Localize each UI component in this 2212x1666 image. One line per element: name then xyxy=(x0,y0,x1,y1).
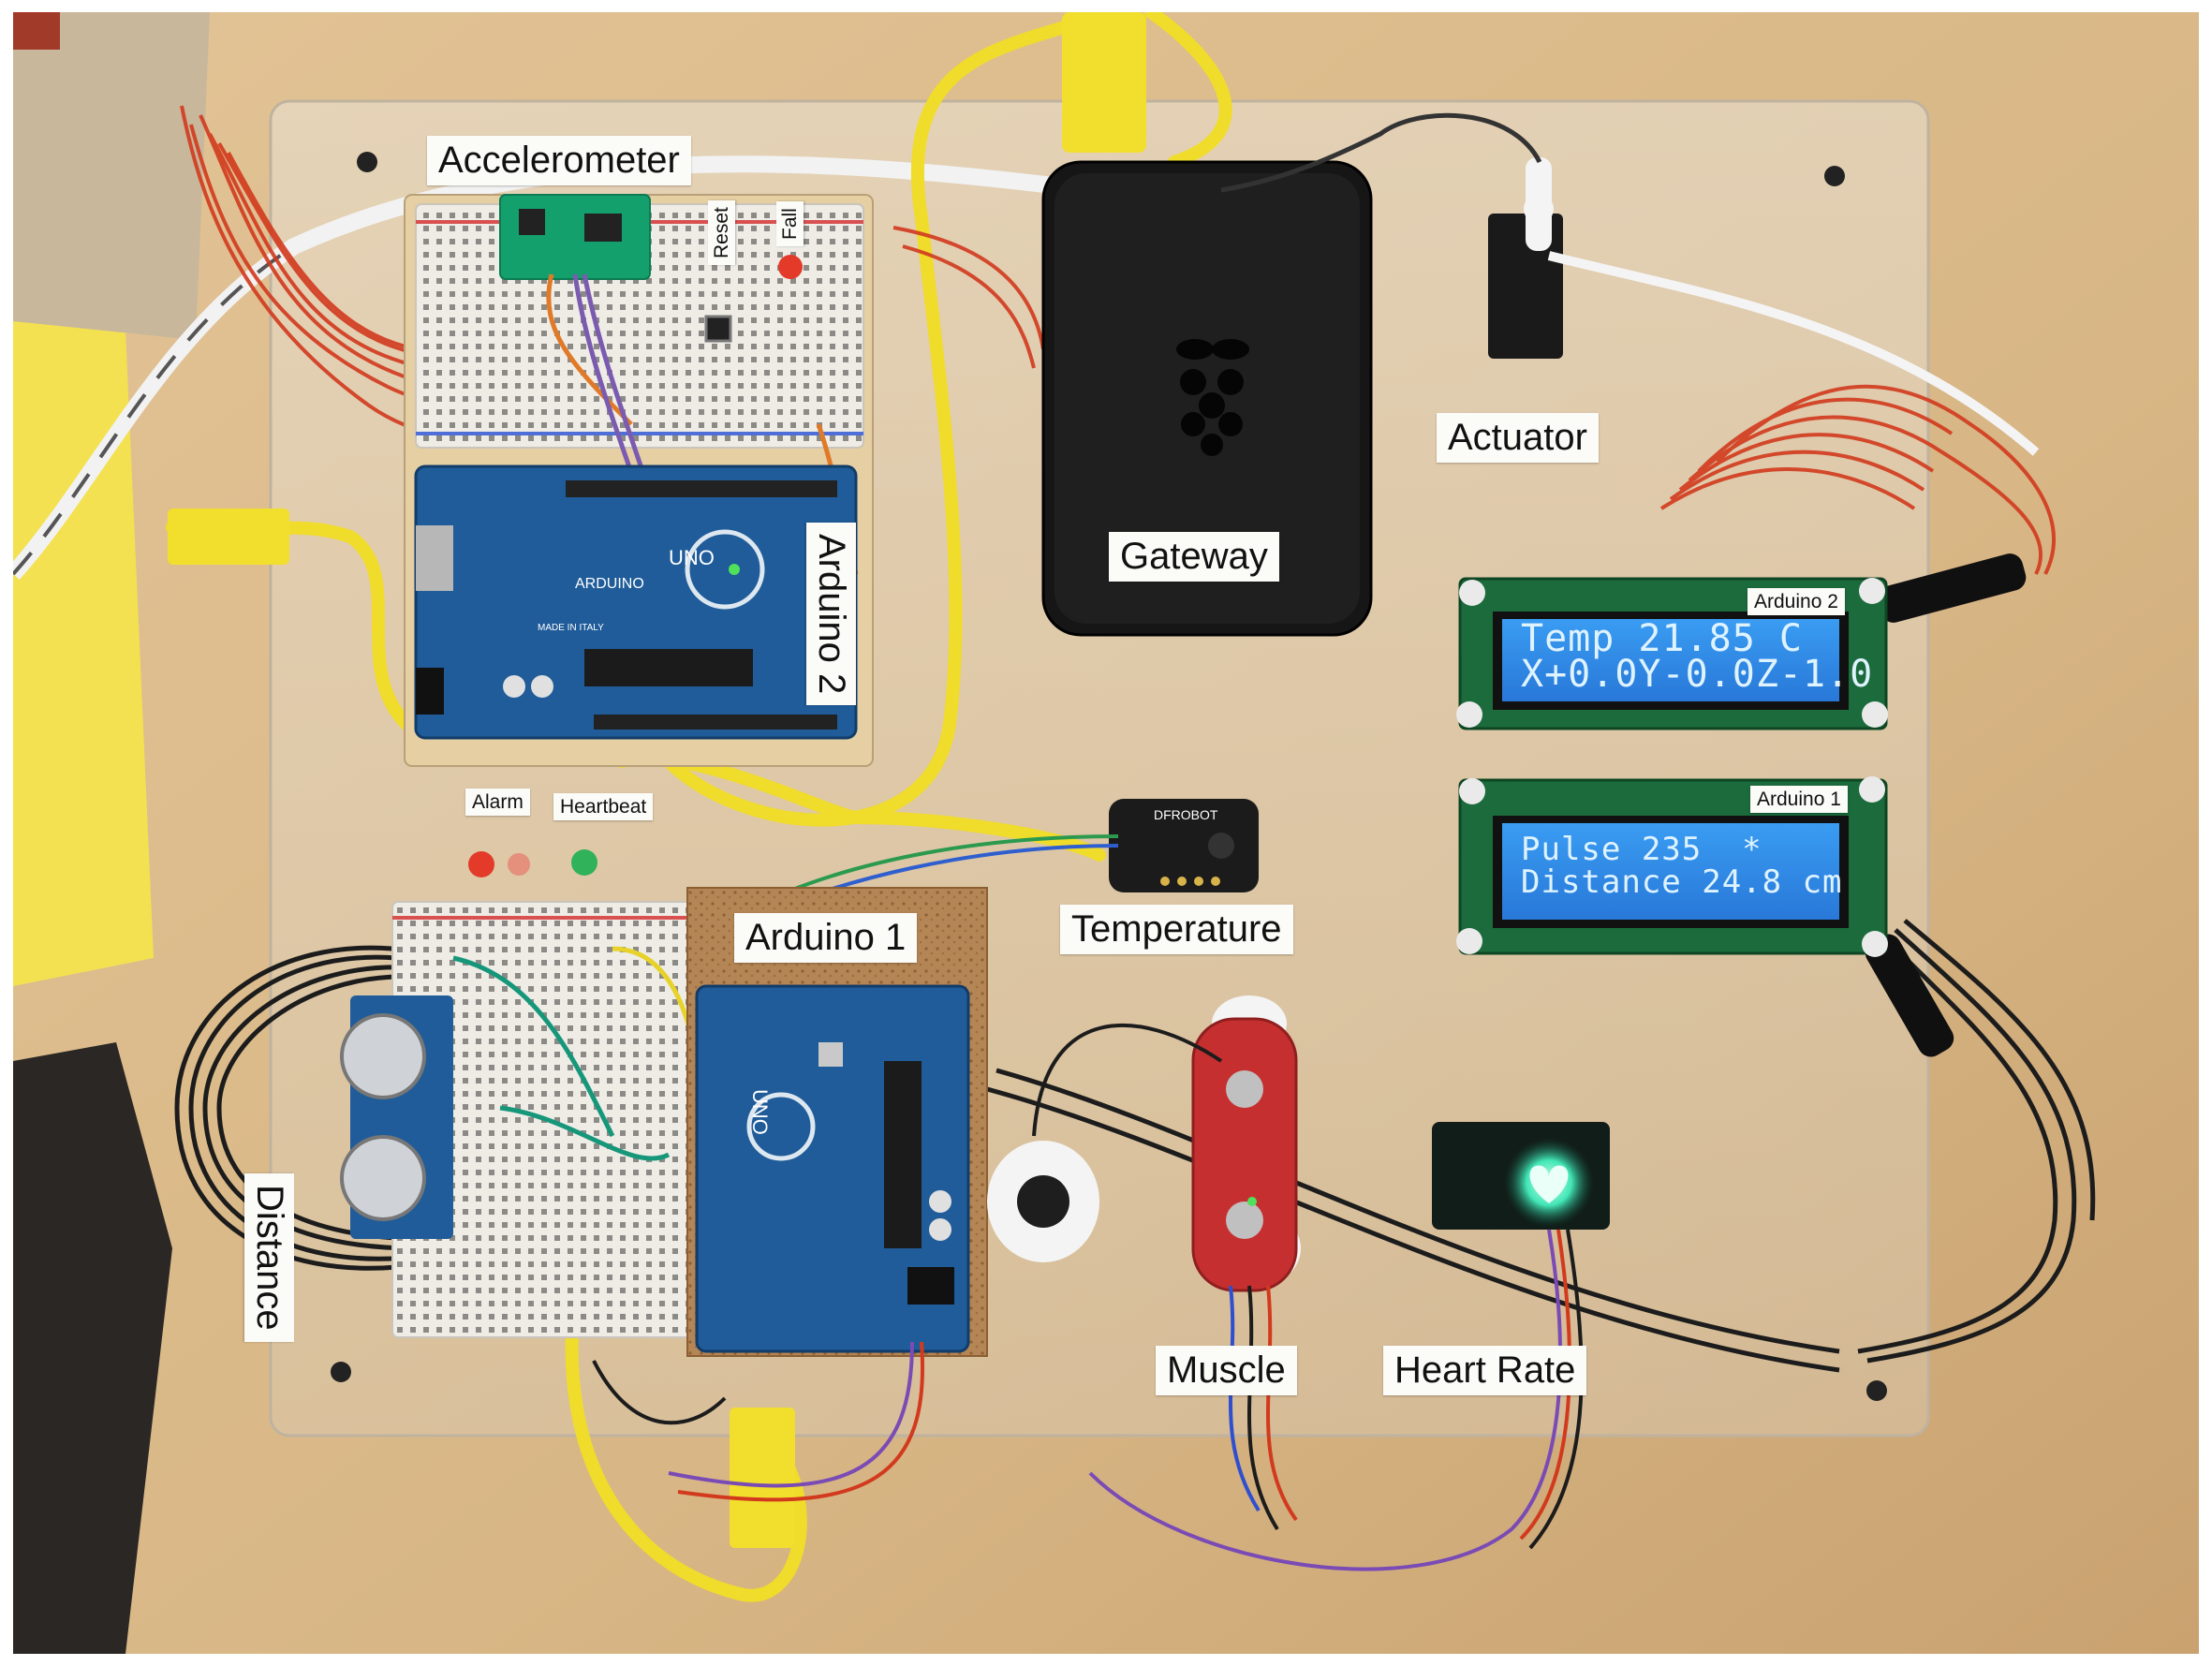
lcd-arduino-2-line-1: Temp 21.85 C xyxy=(1521,617,1803,660)
label-accelerometer: Accelerometer xyxy=(427,136,691,185)
label-temperature: Temperature xyxy=(1060,905,1293,954)
temperature-sensor-board xyxy=(1109,799,1259,892)
label-distance: Distance xyxy=(244,1173,294,1342)
label-actuator: Actuator xyxy=(1437,413,1599,463)
arduino-2-arduino-marking: ARDUINO xyxy=(575,576,644,592)
reset-button[interactable] xyxy=(704,315,732,343)
label-arduino-1-lcd: Arduino 1 xyxy=(1750,786,1848,813)
yellow-folder xyxy=(13,321,154,986)
lcd-arduino-1-line-1: Pulse 235 * xyxy=(1521,831,1762,868)
yellow-usb-plug-left xyxy=(168,509,289,565)
arduino-2-made-in-italy: MADE IN ITALY xyxy=(538,623,604,633)
screws xyxy=(331,152,1887,1401)
label-reset: Reset xyxy=(708,200,735,265)
heart-icon xyxy=(1529,1165,1569,1203)
arduino-1-uno-marking: UNO xyxy=(748,1089,772,1135)
muscle-sensor-board xyxy=(1191,1017,1298,1292)
black-wire-sleeve-right xyxy=(1865,934,1954,1057)
raspberry-logo-icon xyxy=(1176,339,1249,456)
label-muscle: Muscle xyxy=(1156,1346,1297,1395)
accelerometer-module xyxy=(499,194,651,280)
fall-led xyxy=(778,255,803,279)
yellow-usb-plug-bottom xyxy=(730,1408,795,1548)
lcd-arduino-2-line-2: X+0.0Y-0.0Z-1.0 xyxy=(1521,653,1874,696)
yellow-usb-plug-top xyxy=(1062,12,1146,153)
label-heart-rate: Heart Rate xyxy=(1383,1346,1587,1395)
dfrobot-marking: DFROBOT xyxy=(1154,807,1218,822)
dark-chair xyxy=(13,1042,172,1654)
label-arduino-2-lcd: Arduino 2 xyxy=(1747,588,1845,615)
arduino-2-uno-marking: UNO xyxy=(669,546,715,569)
black-wire-bundles xyxy=(174,919,2096,1373)
photo-scene: UNO ARDUINO MADE IN ITALY DFROBOT xyxy=(13,12,2199,1654)
lcd-arduino-1-line-2: Distance 24.8 cm xyxy=(1521,863,1843,901)
top-left-object xyxy=(13,12,60,50)
arduino-2-board xyxy=(414,464,858,740)
label-gateway: Gateway xyxy=(1109,532,1279,582)
label-heartbeat: Heartbeat xyxy=(553,793,654,820)
label-fall: Fall xyxy=(776,201,804,246)
label-alarm: Alarm xyxy=(465,789,530,816)
label-arduino-1-board: Arduino 1 xyxy=(734,913,918,963)
white-shelf xyxy=(13,12,210,340)
alarm-led xyxy=(468,851,494,877)
heartbeat-led xyxy=(571,849,597,876)
black-wire-sleeve-top-right xyxy=(1877,553,2027,623)
label-arduino-2-board: Arduino 2 xyxy=(806,523,856,706)
